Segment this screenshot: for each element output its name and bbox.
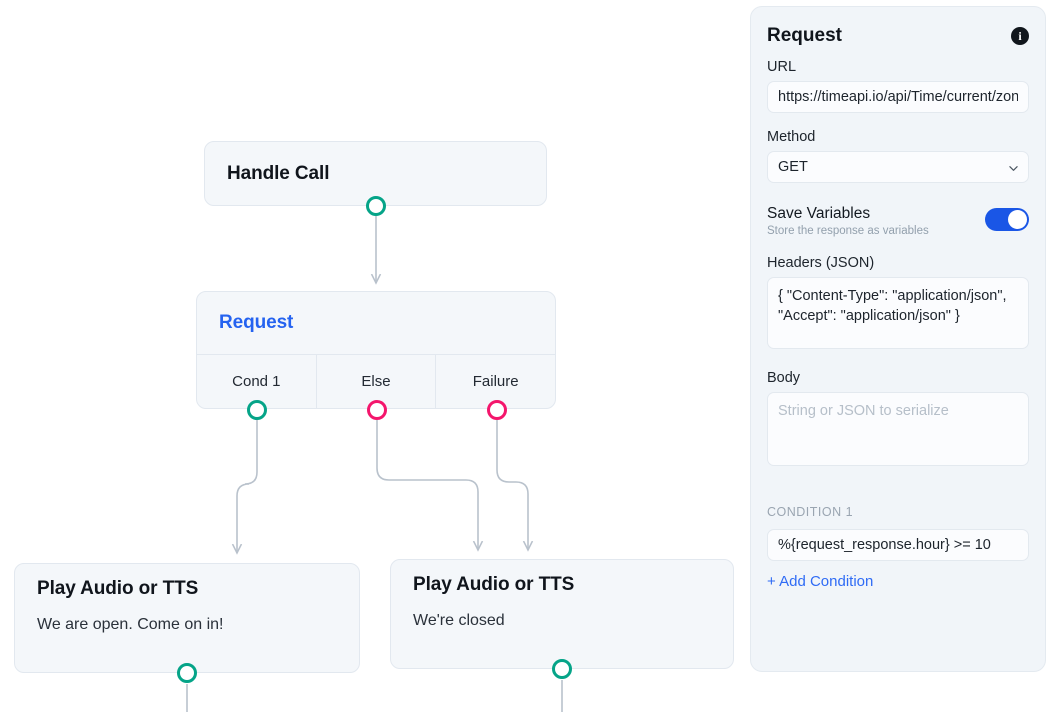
save-variables-description: Store the response as variables — [767, 225, 929, 237]
node-request-outlets: Cond 1 Else Failure — [197, 354, 555, 408]
add-condition-button[interactable]: + Add Condition — [767, 573, 874, 590]
edge-cond1-to-tts-open — [237, 420, 258, 553]
panel-header: Request i — [767, 25, 1029, 47]
save-variables-label: Save Variables — [767, 205, 871, 222]
save-variables-row: Save Variables Store the response as var… — [767, 205, 1029, 237]
body-field-block: Body — [767, 370, 1029, 471]
port-tts-open-output[interactable] — [177, 663, 197, 683]
headers-input[interactable] — [767, 277, 1029, 349]
condition-1-input[interactable] — [767, 529, 1029, 561]
node-handle-call-title: Handle Call — [227, 162, 330, 184]
outlet-cond-1-label: Cond 1 — [232, 373, 281, 390]
port-outlet-cond-1[interactable] — [247, 400, 267, 420]
node-play-audio-tts-closed-message: We're closed — [413, 612, 505, 629]
flow-canvas[interactable]: Handle Call Request Cond 1 Else Failure — [0, 0, 748, 712]
body-input[interactable] — [767, 392, 1029, 466]
outlet-failure[interactable]: Failure — [436, 355, 555, 408]
outlet-else-label: Else — [361, 373, 391, 390]
condition-1-label: CONDITION 1 — [767, 505, 854, 519]
port-outlet-else[interactable] — [367, 400, 387, 420]
url-input[interactable] — [767, 81, 1029, 113]
info-icon[interactable]: i — [1011, 27, 1029, 45]
node-play-audio-tts-open-message: We are open. Come on in! — [37, 616, 224, 633]
panel-title: Request — [767, 25, 842, 46]
url-label: URL — [767, 59, 797, 75]
outlet-cond-1[interactable]: Cond 1 — [197, 355, 317, 408]
node-request[interactable]: Request Cond 1 Else Failure — [196, 291, 556, 409]
url-field-block: URL — [767, 59, 1029, 113]
node-play-audio-tts-open-title: Play Audio or TTS — [37, 578, 199, 599]
request-properties-panel: Request i URL Method Save Variables Stor… — [750, 6, 1046, 672]
outlet-failure-label: Failure — [472, 373, 519, 390]
headers-field-block: Headers (JSON) — [767, 255, 1029, 354]
save-variables-toggle[interactable] — [985, 208, 1029, 231]
node-request-header: Request — [197, 292, 555, 354]
method-label: Method — [767, 129, 816, 145]
headers-label: Headers (JSON) — [767, 255, 875, 271]
outlet-else[interactable]: Else — [317, 355, 437, 408]
port-handle-call-output[interactable] — [366, 196, 386, 216]
node-play-audio-tts-open[interactable]: Play Audio or TTS We are open. Come on i… — [14, 563, 360, 673]
method-field-block: Method — [767, 129, 1029, 183]
method-select-wrap[interactable] — [767, 151, 1029, 183]
edge-else-to-tts-closed — [376, 420, 478, 550]
node-play-audio-tts-closed-title: Play Audio or TTS — [413, 574, 575, 595]
toggle-knob — [1008, 210, 1027, 229]
edge-failure-to-tts-closed — [496, 420, 528, 550]
port-outlet-failure[interactable] — [487, 400, 507, 420]
save-variables-text: Save Variables Store the response as var… — [767, 205, 929, 237]
node-request-title: Request — [219, 312, 294, 333]
port-tts-closed-output[interactable] — [552, 659, 572, 679]
body-label: Body — [767, 370, 801, 386]
method-select[interactable] — [767, 151, 1029, 183]
node-play-audio-tts-closed[interactable]: Play Audio or TTS We're closed — [390, 559, 734, 669]
